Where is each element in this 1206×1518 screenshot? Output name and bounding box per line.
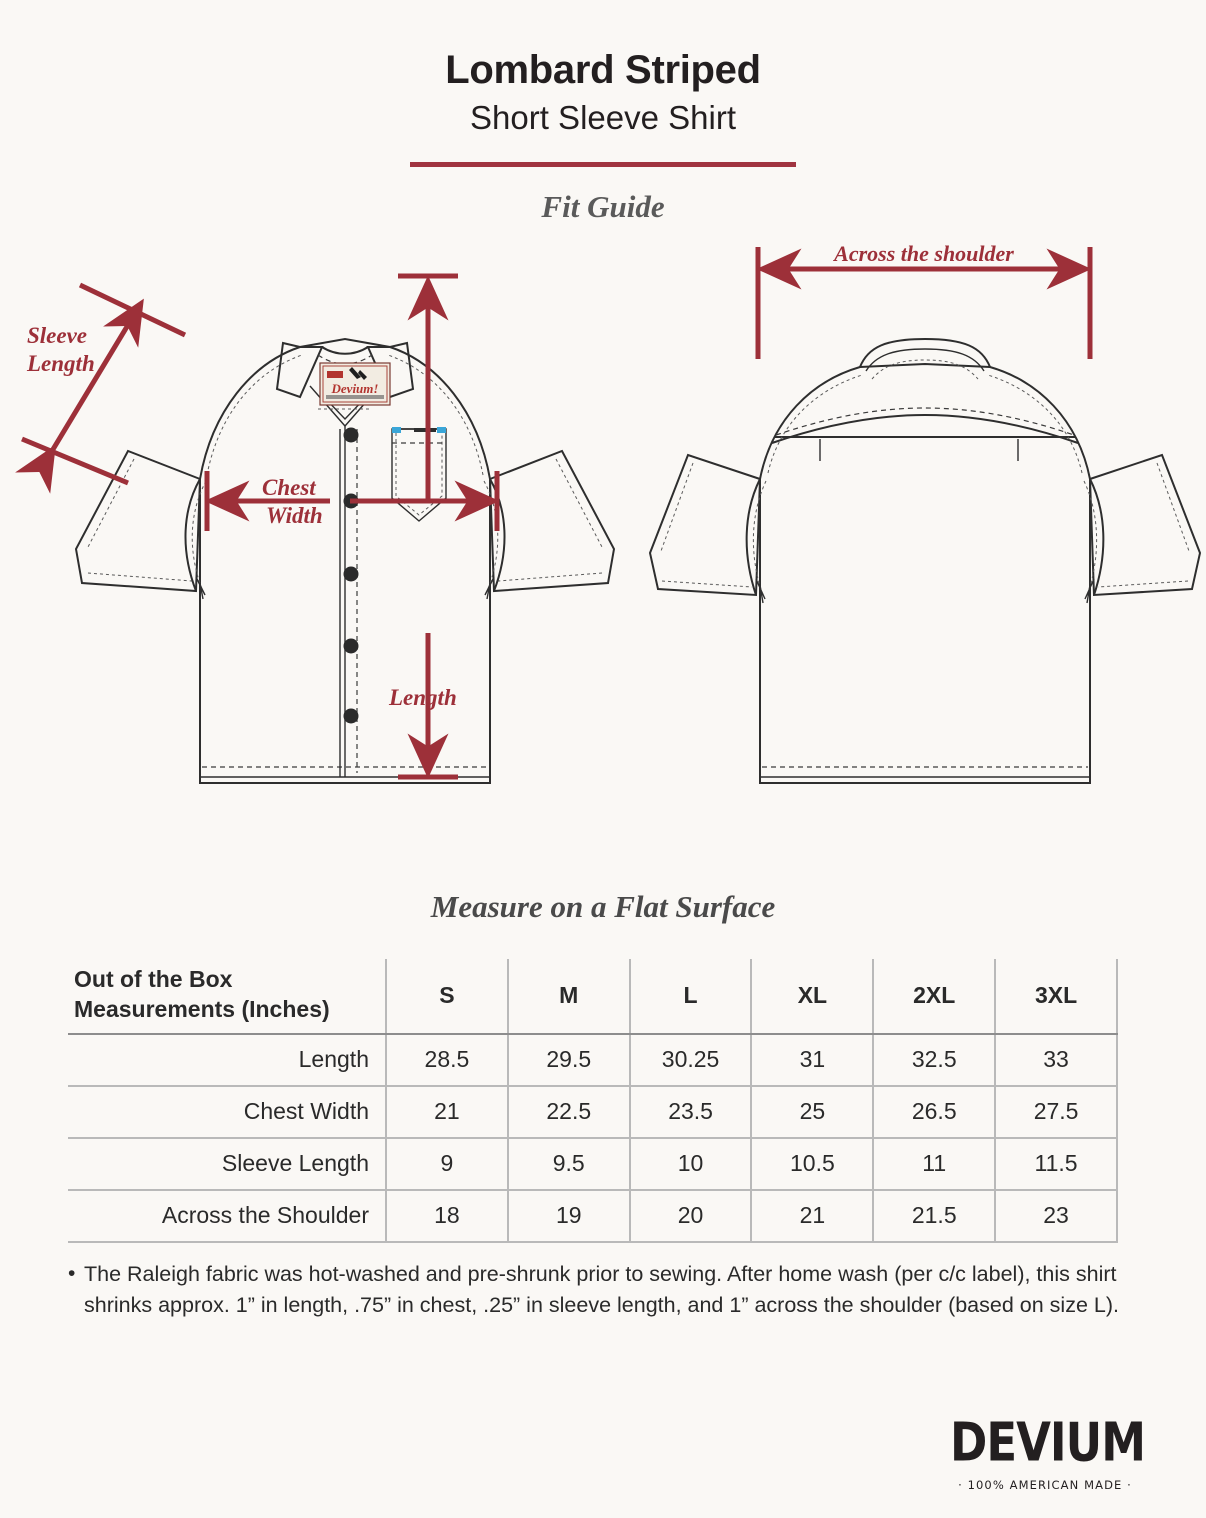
cell-shoulder-2xl: 21.5 [873, 1189, 997, 1243]
cell-chest-2xl: 26.5 [873, 1085, 997, 1139]
cell-length-m: 29.5 [507, 1033, 631, 1087]
logo-wordmark: DEVIUM [950, 1411, 1146, 1474]
cell-chest-l: 23.5 [629, 1085, 753, 1139]
cell-chest-xl: 25 [751, 1085, 875, 1139]
cell-length-3xl: 33 [995, 1033, 1118, 1087]
across-shoulder-measure: Across the shoulder [755, 243, 1093, 360]
sleeve-length-label-line1: Sleeve [27, 323, 87, 348]
footnote: • The Raleigh fabric was hot-washed and … [68, 1259, 1143, 1321]
cell-sleeve-2xl: 11 [873, 1137, 997, 1191]
cell-length-s: 28.5 [386, 1033, 509, 1087]
size-table: Out of the Box Measurements (Inches) S M… [68, 959, 1118, 1243]
cell-shoulder-s: 18 [386, 1189, 509, 1243]
row-label-sleeve-length: Sleeve Length [68, 1137, 387, 1191]
cell-sleeve-s: 9 [386, 1137, 509, 1191]
table-row: Chest Width 21 22.5 23.5 25 26.5 27.5 [68, 1085, 1118, 1139]
table-corner-header: Out of the Box Measurements (Inches) [68, 959, 387, 1035]
chest-width-measure: Chest Width [204, 471, 500, 532]
sleeve-length-label-line2: Length [26, 351, 95, 376]
cell-length-l: 30.25 [629, 1033, 753, 1087]
cell-sleeve-3xl: 11.5 [995, 1137, 1118, 1191]
size-header-3xl: 3XL [995, 959, 1118, 1035]
cell-chest-m: 22.5 [507, 1085, 631, 1139]
chest-pocket [391, 427, 447, 522]
cell-length-2xl: 32.5 [873, 1033, 997, 1087]
length-label: Length [388, 685, 457, 710]
table-row: Length 28.5 29.5 30.25 31 32.5 33 [68, 1033, 1118, 1087]
neck-label-text: Devium! [331, 381, 379, 396]
footnote-text: The Raleigh fabric was hot-washed and pr… [84, 1261, 1119, 1317]
button [343, 708, 359, 724]
row-label-across-shoulder: Across the Shoulder [68, 1189, 387, 1243]
size-header-l: L [629, 959, 753, 1035]
cell-shoulder-m: 19 [507, 1189, 631, 1243]
size-header-s: S [386, 959, 509, 1035]
table-header-row: Out of the Box Measurements (Inches) S M… [68, 959, 1118, 1035]
corner-header-line1: Out of the Box [74, 966, 233, 993]
back-shirt-illustration: Across the shoulder [648, 243, 1202, 785]
chest-width-label-line2: Width [266, 503, 323, 528]
measure-flat-heading: Measure on a Flat Surface [430, 889, 776, 925]
page-header: Lombard Striped Short Sleeve Shirt Fit G… [0, 0, 1206, 225]
cell-sleeve-m: 9.5 [507, 1137, 631, 1191]
footnote-bullet: • [68, 1261, 76, 1285]
row-label-chest-width: Chest Width [68, 1085, 387, 1139]
across-shoulder-label: Across the shoulder [832, 243, 1014, 266]
logo-tagline: · 100% AMERICAN MADE · [958, 1478, 1132, 1492]
size-header-xl: XL [751, 959, 875, 1035]
size-table-wrap: Out of the Box Measurements (Inches) S M… [68, 959, 1138, 1243]
cell-sleeve-xl: 10.5 [751, 1137, 875, 1191]
title-divider [410, 162, 796, 168]
table-row: Across the Shoulder 18 19 20 21 21.5 23 [68, 1189, 1118, 1243]
button [343, 566, 359, 582]
front-shirt-illustration: Devium! Sleeve Length [15, 273, 616, 785]
cell-sleeve-l: 10 [629, 1137, 753, 1191]
length-measure: Length [388, 273, 458, 780]
sleeve-length-measure: Sleeve Length [15, 282, 187, 494]
page-title: Lombard Striped [445, 48, 761, 92]
size-header-m: M [507, 959, 631, 1035]
cell-chest-s: 21 [386, 1085, 509, 1139]
size-header-2xl: 2XL [873, 959, 997, 1035]
page-subtitle: Short Sleeve Shirt [470, 98, 736, 136]
button [343, 427, 359, 443]
cell-length-xl: 31 [751, 1033, 875, 1087]
fit-guide-heading: Fit Guide [541, 189, 665, 225]
cell-shoulder-3xl: 23 [995, 1189, 1118, 1243]
button [343, 638, 359, 654]
row-label-length: Length [68, 1033, 387, 1087]
chest-width-label-line1: Chest [262, 475, 316, 500]
cell-shoulder-xl: 21 [751, 1189, 875, 1243]
shirt-diagrams: .ln { fill:none; stroke:#2e2e2e; stroke-… [0, 243, 1206, 883]
cell-chest-3xl: 27.5 [995, 1085, 1118, 1139]
devium-logo: DEVIUM · 100% AMERICAN MADE · [950, 1416, 1146, 1492]
cell-shoulder-l: 20 [629, 1189, 753, 1243]
corner-header-line2: Measurements (Inches) [74, 995, 330, 1022]
table-row: Sleeve Length 9 9.5 10 10.5 11 11.5 [68, 1137, 1118, 1191]
